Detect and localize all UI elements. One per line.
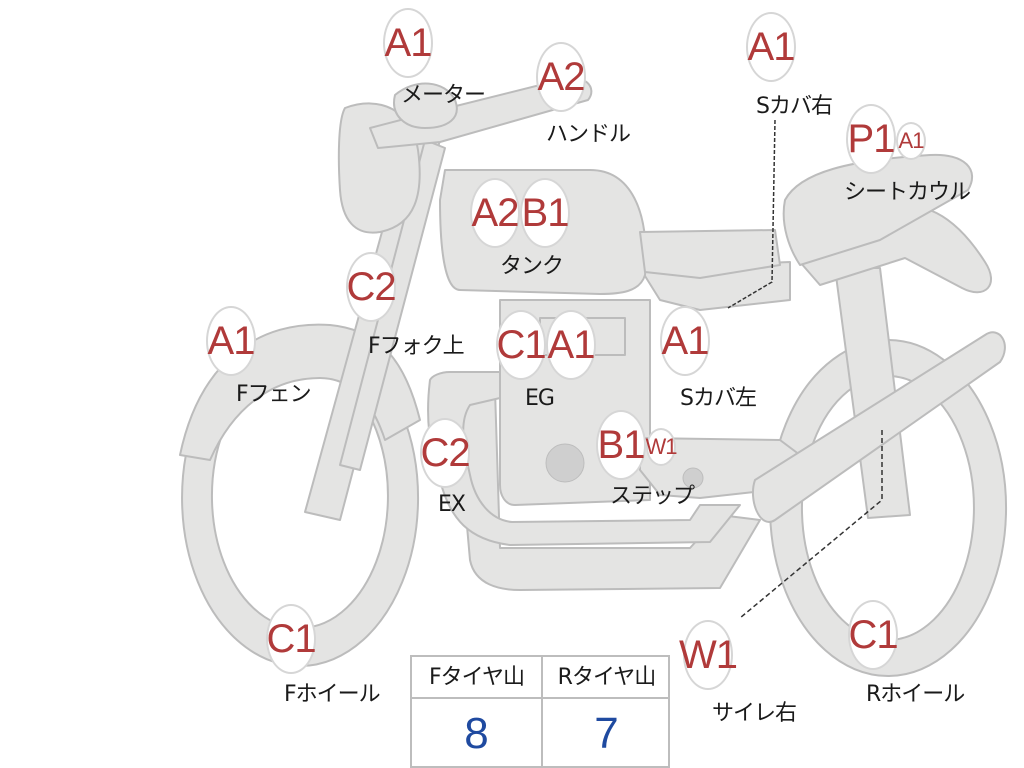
- seat-cowl-grade-badge: P1: [846, 104, 896, 174]
- engine-grade-badge: C1: [496, 310, 547, 380]
- side-cover-left-grade-badge: A1: [660, 306, 710, 376]
- engine-second-grade-badge: A1: [546, 310, 596, 380]
- step-label: ステップ: [610, 484, 695, 509]
- handle-label: ハンドル: [546, 122, 631, 147]
- engine-bolt-dot: [682, 467, 704, 489]
- side-cover-right-leader: [727, 119, 776, 309]
- exhaust-label: EX: [438, 492, 466, 517]
- rear-tire-value: 7: [594, 709, 619, 758]
- side-cover-right-label: Sカバ右: [756, 94, 833, 119]
- side-cover-left-label: Sカバ左: [680, 386, 757, 411]
- table-divider: [541, 657, 543, 768]
- front-fender-label: Fフェン: [236, 382, 312, 407]
- seat-cowl-secondary-grade-badge: A1: [896, 122, 926, 160]
- front-wheel-grade-badge: C1: [266, 604, 317, 674]
- rear-wheel-grade-badge: C1: [848, 600, 899, 670]
- front-wheel-label: Fホイール: [284, 682, 381, 707]
- muffler-right-leader: [739, 430, 883, 619]
- side-cover-right-grade-badge: A1: [746, 12, 796, 82]
- fork-upper-label: Fフォク上: [368, 334, 465, 359]
- step-secondary-grade-badge: W1: [646, 428, 678, 466]
- engine-cover-dot: [545, 443, 585, 483]
- muffler-right-label: サイレ右: [712, 701, 797, 726]
- handle-grade-badge: A2: [536, 42, 586, 112]
- side-cover-shape: [639, 229, 781, 279]
- seat-shape: [782, 153, 974, 266]
- tank-grade-badge: A2: [470, 178, 520, 248]
- meter-grade-badge: A1: [383, 8, 433, 78]
- tank-second-grade-badge: B1: [520, 178, 570, 248]
- rear-tire-header: Rタイヤ山: [543, 657, 670, 699]
- tank-label: タンク: [500, 254, 564, 279]
- rear-wheel-label: Rホイール: [866, 682, 965, 707]
- front-fender-grade-badge: A1: [206, 306, 256, 376]
- front-tire-value: 8: [464, 709, 489, 758]
- tire-tread-table: Fタイヤ山 Rタイヤ山 8 7: [410, 655, 670, 768]
- meter-label: メーター: [401, 83, 486, 108]
- fork-upper-grade-badge: C2: [346, 252, 397, 322]
- engine-label: EG: [525, 386, 555, 411]
- seat-cowl-label: シートカウル: [844, 180, 971, 205]
- muffler-shape: [751, 331, 1006, 523]
- exhaust-grade-badge: C2: [420, 418, 471, 488]
- step-grade-badge: B1: [596, 410, 646, 480]
- front-tire-header: Fタイヤ山: [412, 657, 541, 699]
- meter-shape: [393, 82, 458, 129]
- muffler-right-grade-badge: W1: [679, 620, 738, 690]
